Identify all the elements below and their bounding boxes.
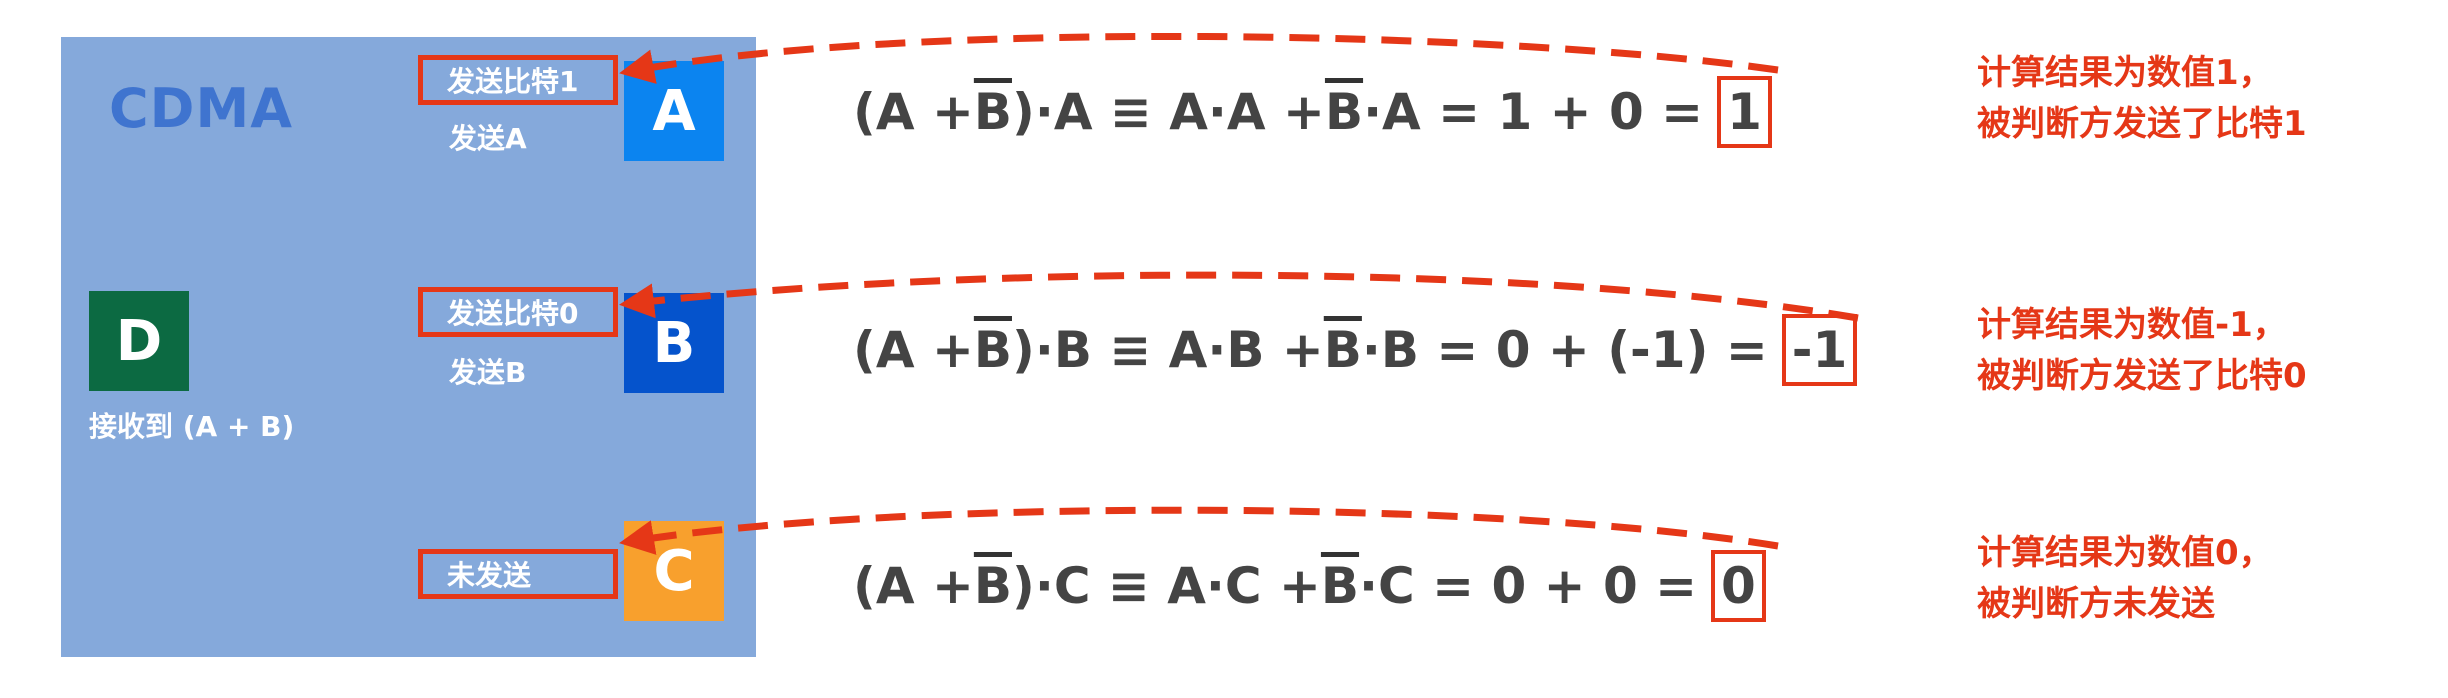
- equation-c: (A + B )·C ≡ A·C + B ·C = 0 + 0 = 0: [853, 546, 1766, 626]
- station-c-status-label: 未发送: [447, 559, 532, 592]
- station-b-note: 发送B: [449, 356, 527, 389]
- eq-a-result: 1: [1717, 76, 1772, 148]
- eq-b-part-2: )·B ≡ A·B +: [1011, 321, 1324, 379]
- receiver-label: 接收到 (A + B): [89, 410, 295, 443]
- result-b-line-2: 被判断方发送了比特0: [1977, 356, 2307, 396]
- eq-c-bar-1: B: [973, 557, 1012, 615]
- arrow-to-b: [619, 271, 1859, 322]
- eq-a-part-1: (A +: [853, 83, 974, 141]
- station-a-status-box: 发送比特1: [418, 55, 618, 105]
- eq-b-bar-2: B: [1323, 321, 1362, 379]
- eq-c-result: 0: [1711, 550, 1766, 622]
- result-text-a: 计算结果为数值1， 被判断方发送了比特1: [1977, 48, 2307, 150]
- eq-c-bar-2: B: [1320, 557, 1360, 615]
- station-b-status-label: 发送比特0: [447, 297, 579, 330]
- eq-a-bar-1: B: [973, 83, 1012, 141]
- station-a-note: 发送A: [449, 122, 527, 155]
- result-text-c: 计算结果为数值0， 被判断方未发送: [1977, 528, 2273, 630]
- result-c-line-2: 被判断方未发送: [1977, 584, 2215, 624]
- eq-c-part-2: )·C ≡ A·C +: [1011, 557, 1321, 615]
- eq-a-part-2: )·A ≡ A·A +: [1011, 83, 1325, 141]
- equation-a: (A + B )·A ≡ A·A + B ·A = 1 + 0 = 1: [853, 72, 1772, 152]
- result-b-line-1: 计算结果为数值-1，: [1977, 305, 2287, 345]
- receiver-d-square: D: [89, 291, 189, 391]
- eq-b-result: -1: [1781, 314, 1858, 386]
- eq-b-part-1: (A +: [853, 321, 974, 379]
- result-c-line-1: 计算结果为数值0，: [1977, 533, 2273, 573]
- eq-b-bar-1: B: [973, 321, 1012, 379]
- station-c-status-box: 未发送: [418, 549, 618, 599]
- arrow-to-a: [619, 32, 1779, 84]
- result-text-b: 计算结果为数值-1， 被判断方发送了比特0: [1977, 300, 2307, 402]
- eq-a-part-3: ·A = 1 + 0 =: [1363, 83, 1704, 141]
- station-a-status-label: 发送比特1: [447, 65, 579, 98]
- result-a-line-1: 计算结果为数值1，: [1977, 53, 2273, 93]
- station-b-status-box: 发送比特0: [418, 287, 618, 337]
- eq-c-part-1: (A +: [853, 557, 974, 615]
- eq-b-part-3: ·B = 0 + (-1) =: [1361, 321, 1768, 379]
- cdma-panel: CDMA 发送比特1 发送A A 发送比特0 发送B B 未发送 C D 接收到…: [61, 37, 756, 657]
- eq-a-bar-2: B: [1324, 83, 1364, 141]
- eq-c-part-3: ·C = 0 + 0 =: [1359, 557, 1698, 615]
- result-a-line-2: 被判断方发送了比特1: [1977, 104, 2307, 144]
- equation-b: (A + B )·B ≡ A·B + B ·B = 0 + (-1) = -1: [853, 310, 1858, 390]
- arrow-to-c: [619, 506, 1779, 555]
- panel-title: CDMA: [109, 77, 293, 140]
